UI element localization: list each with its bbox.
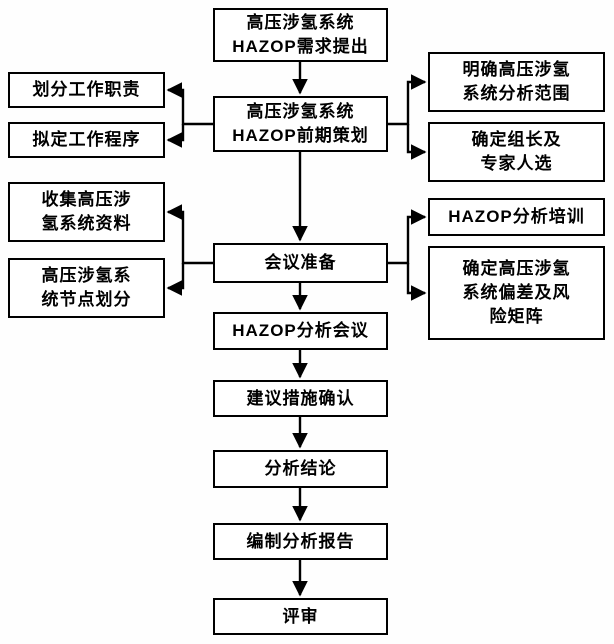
arrow-planning-scope bbox=[388, 74, 427, 126]
node-analysis-conclusion: 分析结论 bbox=[213, 450, 388, 488]
arrow-prep-collect bbox=[166, 204, 213, 265]
node-define-analysis-scope: 明确高压涉氢 系统分析范围 bbox=[428, 52, 605, 112]
node-hazop-requirement: 高压涉氢系统 HAZOP需求提出 bbox=[213, 8, 388, 62]
arrow-prep-deviation bbox=[406, 263, 427, 301]
node-hazop-preplanning: 高压涉氢系统 HAZOP前期策划 bbox=[213, 96, 388, 152]
node-measures-confirmation: 建议措施确认 bbox=[213, 380, 388, 417]
node-review: 评审 bbox=[213, 598, 388, 635]
node-collect-system-data: 收集高压涉 氢系统资料 bbox=[8, 182, 165, 242]
node-analysis-report: 编制分析报告 bbox=[213, 523, 388, 560]
node-hazop-training: HAZOP分析培训 bbox=[428, 198, 605, 236]
node-system-node-division: 高压涉氢系 统节点划分 bbox=[8, 258, 165, 318]
arrow-prep-training bbox=[388, 209, 427, 265]
arrow-planning-duty bbox=[166, 82, 213, 126]
node-divide-responsibilities: 划分工作职责 bbox=[8, 72, 165, 108]
node-hazop-analysis-meeting: HAZOP分析会议 bbox=[213, 312, 388, 350]
arrow-prep-nodes bbox=[166, 263, 185, 296]
node-draft-procedures: 拟定工作程序 bbox=[8, 122, 165, 158]
node-deviation-risk-matrix: 确定高压涉氢 系统偏差及风 险矩阵 bbox=[428, 246, 605, 340]
node-meeting-preparation: 会议准备 bbox=[213, 243, 388, 283]
node-select-leader-experts: 确定组长及 专家人选 bbox=[428, 122, 605, 182]
arrow-planning-procedure bbox=[166, 124, 185, 148]
arrow-planning-leader bbox=[406, 124, 427, 160]
